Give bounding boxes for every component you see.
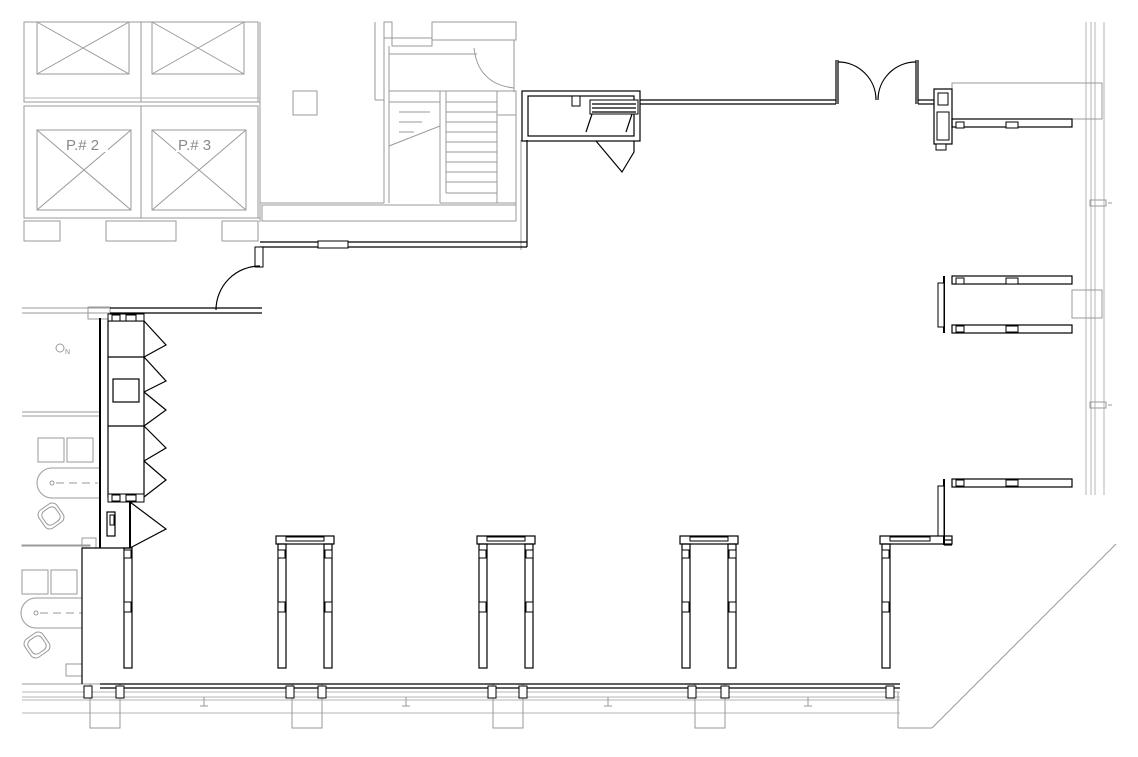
small-room <box>521 90 641 142</box>
booth-4 <box>679 535 739 669</box>
desk-chair-b <box>66 437 94 463</box>
booth-2 <box>275 535 335 669</box>
office-chair-a <box>37 502 65 530</box>
room-label-p2: P.# 2 <box>66 137 99 154</box>
booth-1 <box>123 547 133 669</box>
room-label-p3: P.# 3 <box>178 137 211 154</box>
booth-3 <box>476 535 536 669</box>
desk-chair-a <box>37 437 65 463</box>
desk-chair-d <box>50 569 78 595</box>
mullion-ticks-bottom <box>200 697 812 707</box>
folding-doors <box>129 320 168 549</box>
door-swing-a <box>215 265 261 311</box>
north-label: N <box>65 349 70 356</box>
booth-5 <box>879 535 953 669</box>
office-chair-b <box>23 631 51 659</box>
door-swing-b <box>595 140 635 174</box>
new-construction <box>81 60 1073 699</box>
double-door-right <box>877 61 917 101</box>
room-p2 <box>23 105 142 219</box>
existing-core: P.# 2 P.# 3 <box>20 21 1117 729</box>
double-door-left <box>837 61 877 101</box>
storage-partition <box>107 320 145 498</box>
desk-chair-c <box>21 569 49 595</box>
room-p3 <box>140 105 259 219</box>
stair-treads <box>399 101 497 194</box>
window-rail-posts <box>83 685 895 699</box>
